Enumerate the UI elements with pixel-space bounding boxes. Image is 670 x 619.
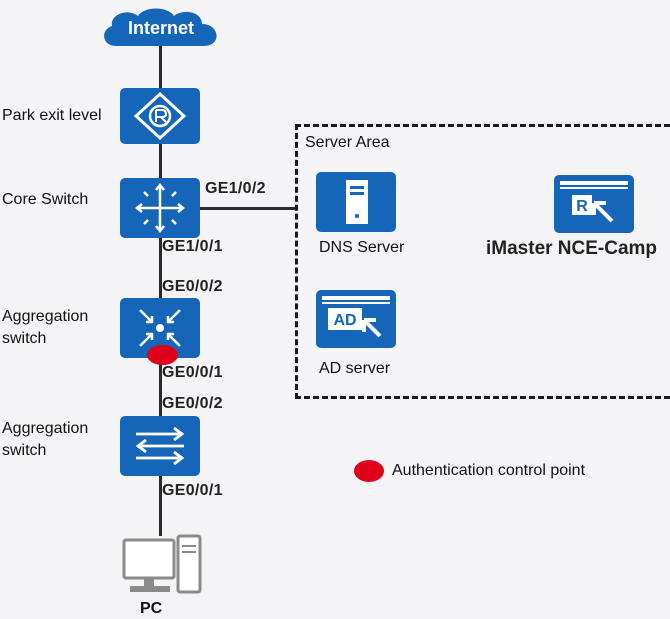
agg-switch-1-label-line1: Aggregation [2, 308, 89, 325]
ad-server-node: AD [316, 290, 396, 348]
link-core-agg1 [159, 236, 162, 300]
aggregation-switch-icon [139, 309, 181, 347]
link-agg2-pc [159, 474, 162, 536]
exit-router-label: Park exit level [2, 107, 102, 124]
dns-server-node [316, 172, 396, 232]
exit-router-node [120, 88, 200, 144]
agg-switch-2-node [120, 416, 200, 476]
agg-switch-1-label-line2: switch [2, 330, 47, 347]
legend-marker [354, 460, 384, 482]
ad-server-icon: AD [322, 296, 390, 338]
server-area-box [295, 124, 670, 399]
ad-server-label: AD server [319, 360, 391, 377]
router-icon [133, 91, 187, 141]
imaster-node: R [554, 175, 634, 233]
imaster-label: iMaster NCE-Camp [486, 238, 658, 259]
management-platform-icon: R [560, 181, 628, 223]
port-agg2-down: GE0/0/1 [162, 482, 223, 499]
core-switch-label: Core Switch [2, 191, 89, 208]
server-icon [346, 180, 368, 224]
core-switch-node [120, 178, 200, 238]
internet-cloud-icon [104, 8, 217, 46]
internet-label: Internet [127, 18, 194, 38]
port-core-to-server: GE1/0/2 [205, 180, 266, 197]
link-exit-core [159, 142, 162, 180]
auth-control-point-marker [147, 345, 178, 365]
imaster-icon-text: R [576, 198, 588, 215]
switch-arrows-icon [135, 426, 185, 466]
server-area-title: Server Area [305, 134, 390, 151]
legend-label: Authentication control point [392, 462, 586, 479]
agg-switch-2-label-line2: switch [2, 442, 47, 459]
agg-switch-2-label-line1: Aggregation [2, 420, 89, 437]
link-core-server-area [200, 207, 296, 210]
pc-icon [122, 534, 202, 594]
port-agg1-up: GE0/0/2 [162, 278, 223, 295]
core-switch-icon [134, 182, 186, 234]
dns-server-label: DNS Server [319, 239, 405, 256]
port-core-down: GE1/0/1 [162, 238, 223, 255]
ad-icon-text: AD [333, 312, 356, 329]
link-agg1-agg2 [159, 356, 162, 418]
port-agg1-down: GE0/0/1 [162, 364, 223, 381]
port-agg2-up: GE0/0/2 [162, 395, 223, 412]
link-internet-exit [159, 44, 162, 90]
pc-label: PC [140, 600, 163, 617]
